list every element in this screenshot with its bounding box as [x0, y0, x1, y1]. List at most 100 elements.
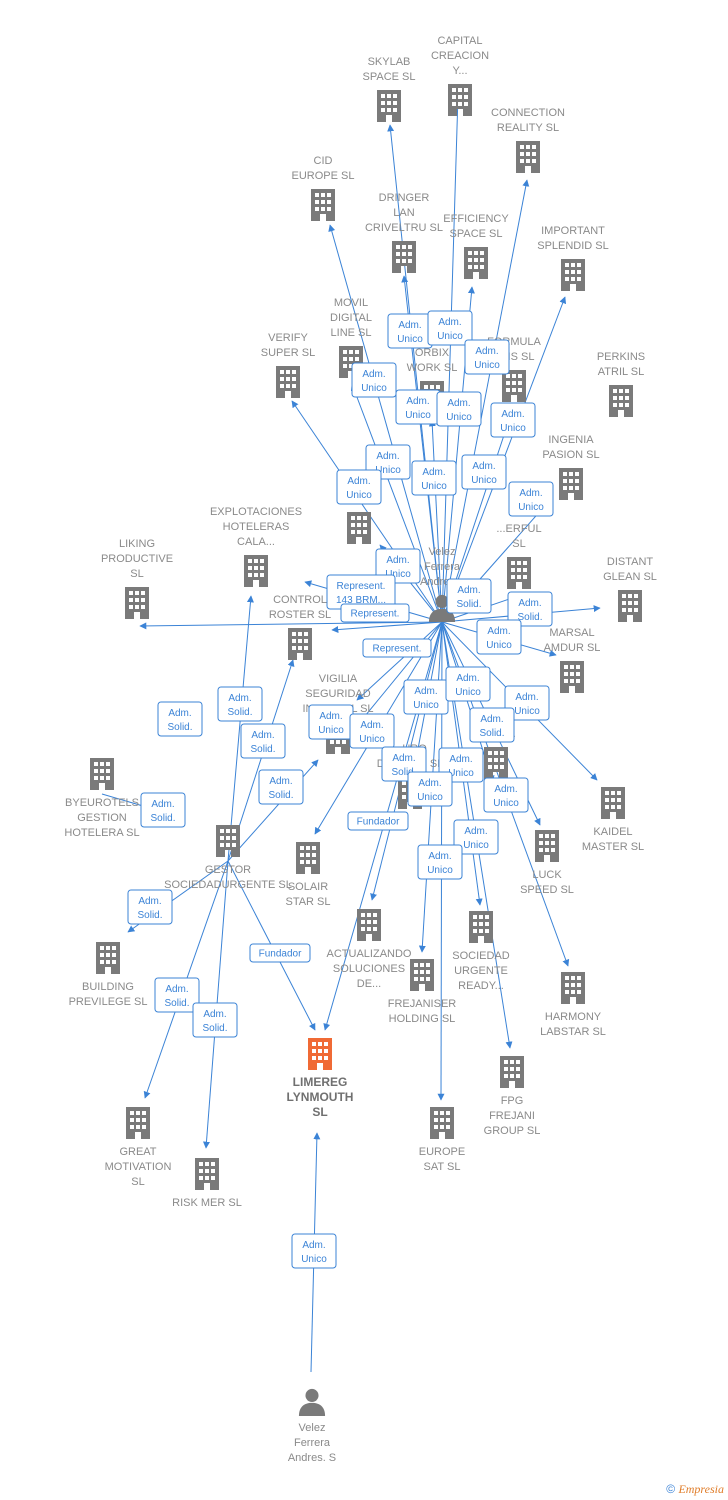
building-icon	[311, 189, 335, 221]
relation-badge[interactable]: Fundador	[249, 943, 311, 963]
badge-box	[347, 811, 409, 831]
relation-badge[interactable]: Adm.Solid.	[192, 1002, 238, 1038]
relation-badge[interactable]: Adm.Unico	[411, 460, 457, 496]
node-label: PERKINS	[597, 351, 645, 363]
badge-box	[476, 619, 522, 655]
relation-badge[interactable]: Adm.Unico	[483, 777, 529, 813]
relation-badge[interactable]: Adm.Solid.	[507, 591, 553, 627]
building-icon	[357, 909, 381, 941]
edge-line	[441, 94, 462, 623]
relation-badge[interactable]: Adm.Unico	[445, 666, 491, 702]
relation-badge[interactable]: Adm.Unico	[508, 481, 554, 517]
relation-badge[interactable]: Adm.Solid.	[127, 889, 173, 925]
relation-badge[interactable]: Fundador	[347, 811, 409, 831]
node-label: PREVILEGE SL	[69, 996, 148, 1008]
badge-box	[507, 591, 553, 627]
company-node[interactable]: ACTUALIZANDOSOLUCIONESDE...	[327, 909, 412, 990]
relation-badge[interactable]: Adm.Unico	[461, 454, 507, 490]
relation-badge[interactable]: Adm.Unico	[464, 339, 510, 375]
badge-label: Adm.	[165, 984, 188, 995]
relation-badge[interactable]: Adm.Unico	[291, 1233, 337, 1269]
relation-badge[interactable]: Adm.Solid.	[240, 723, 286, 759]
node-label: RISK MER SL	[172, 1197, 242, 1209]
relation-badge[interactable]: Adm.Unico	[476, 619, 522, 655]
node-label: AMDUR SL	[544, 642, 601, 654]
relation-badge[interactable]: Adm.Unico	[403, 679, 449, 715]
node-label: MOTIVATION	[105, 1161, 172, 1173]
node-label: SPACE SL	[363, 71, 416, 83]
relation-badge[interactable]: Adm.Solid.	[446, 578, 492, 614]
relation-badge[interactable]: Adm.Unico	[417, 844, 463, 880]
node-label: FREJANI	[489, 1110, 535, 1122]
badge-label: Solid.	[250, 744, 275, 755]
company-node[interactable]: SOCIEDADURGENTEREADY...	[452, 911, 510, 992]
relation-badge[interactable]: Adm.Unico	[395, 389, 441, 425]
relation-badge[interactable]: Represent.143 BRM...	[326, 574, 396, 610]
node-label: CID	[314, 155, 333, 167]
relation-badge[interactable]: Adm.Solid.	[154, 977, 200, 1013]
relation-badge[interactable]: Adm.Solid.	[469, 707, 515, 743]
badge-label: Unico	[437, 331, 463, 342]
relation-badge[interactable]: Represent.	[362, 638, 432, 658]
relation-badge[interactable]: Adm.Unico	[351, 362, 397, 398]
relation-badge[interactable]: Adm.Solid.	[140, 792, 186, 828]
badge-box	[291, 1233, 337, 1269]
relation-badge[interactable]: Adm.Solid.	[258, 769, 304, 805]
relation-badge[interactable]: Adm.Solid.	[157, 701, 203, 737]
relation-badge[interactable]: Adm.Unico	[504, 685, 550, 721]
badge-label: Adm.	[447, 398, 470, 409]
badge-label: Adm.	[457, 585, 480, 596]
badge-label: Unico	[301, 1254, 327, 1265]
company-node[interactable]: RISK MER SL	[172, 1158, 242, 1209]
badge-box	[504, 685, 550, 721]
relation-badge[interactable]: Adm.Unico	[349, 713, 395, 749]
edge-line	[291, 400, 443, 623]
relation-badge[interactable]: Represent.	[340, 603, 410, 623]
relation-badge[interactable]: Adm.Unico	[436, 391, 482, 427]
relation-badge[interactable]: Adm.Unico	[308, 704, 354, 740]
company-node[interactable]: CAPITALCREACIONY...	[431, 35, 489, 116]
relation-badge[interactable]: Adm.Unico	[453, 819, 499, 855]
relation-badge[interactable]: Adm.Unico	[407, 771, 453, 807]
relation-badge[interactable]: Adm.Unico	[387, 313, 433, 349]
node-label: EUROPE	[419, 1146, 465, 1158]
relation-badge[interactable]: Adm.Unico	[490, 402, 536, 438]
relation-badge[interactable]: Adm.Unico	[427, 310, 473, 346]
company-node[interactable]: EXPLOTACIONESHOTELERASCALA...	[210, 506, 302, 587]
person-node[interactable]: VelezFerreraAndres...	[420, 546, 464, 622]
relation-badge[interactable]: Adm.Solid.	[217, 686, 263, 722]
node-label: SL	[131, 1176, 144, 1188]
relation-badge[interactable]: Adm.Unico	[336, 469, 382, 505]
node-label: CONNECTION	[491, 107, 565, 119]
badge-box	[154, 977, 200, 1013]
